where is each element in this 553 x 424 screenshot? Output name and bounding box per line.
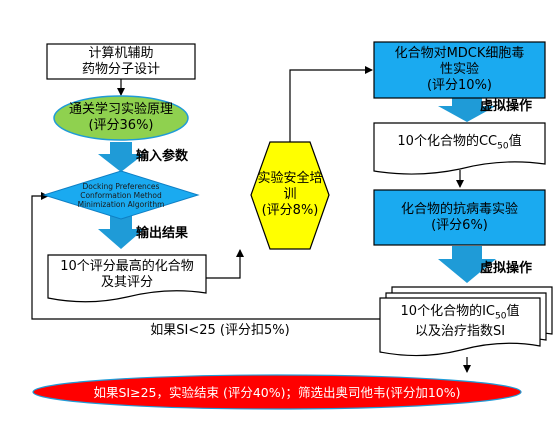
loop-back-label: 如果SI<25 (评分扣5%) — [150, 323, 290, 338]
final-ellipse — [32, 374, 522, 410]
output-results-label: 输出结果 — [136, 226, 189, 241]
docking-label: Docking Preferences Conformation Method … — [77, 181, 165, 209]
principle-label: 通关学习实验原理 (评分36%) — [68, 102, 173, 133]
docking-diamond — [42, 170, 200, 220]
output-results-arrow — [98, 216, 144, 249]
computer-design-box — [46, 43, 196, 80]
virtual-op-label-1: 虚拟操作 — [480, 99, 533, 114]
antiviral-label: 化合物的抗病毒实验 (评分6%) — [400, 201, 518, 233]
connector-safety-to-mdck — [289, 66, 373, 142]
final-label: 如果SI≥25，实验结束 (评分40%)；筛选出奥司他韦(评分加10%) — [93, 384, 461, 400]
connector-loop-back — [31, 192, 382, 320]
input-params-label: 输入参数 — [136, 149, 189, 164]
mdck-box — [373, 41, 546, 99]
top10-document — [47, 254, 207, 303]
top10-label: 10个评分最高的化合物 及其评分 — [60, 259, 194, 290]
input-params-arrow — [98, 142, 144, 172]
cc50-label: 10个化合物的CC50值 — [397, 133, 522, 152]
computer-design-label: 计算机辅助 药物分子设计 — [81, 45, 160, 77]
virtual-op-arrow-2 — [438, 246, 496, 283]
virtual-op-arrow-1 — [438, 98, 496, 122]
connector-top10-to-safety — [206, 249, 244, 279]
mdck-label: 化合物对MDCK细胞毒 性实验 (评分10%) — [394, 46, 525, 93]
safety-label: 实验安全培训 (评分8%) — [257, 171, 323, 218]
principle-ellipse — [53, 95, 189, 141]
cc50-document — [373, 122, 546, 175]
ic50-document-stack — [379, 286, 553, 357]
antiviral-box — [373, 189, 546, 246]
ic50-label: 10个化合物的IC50值 以及治疗指数SI — [400, 303, 520, 340]
virtual-op-label-2: 虚拟操作 — [480, 261, 533, 276]
safety-hexagon — [250, 141, 330, 250]
